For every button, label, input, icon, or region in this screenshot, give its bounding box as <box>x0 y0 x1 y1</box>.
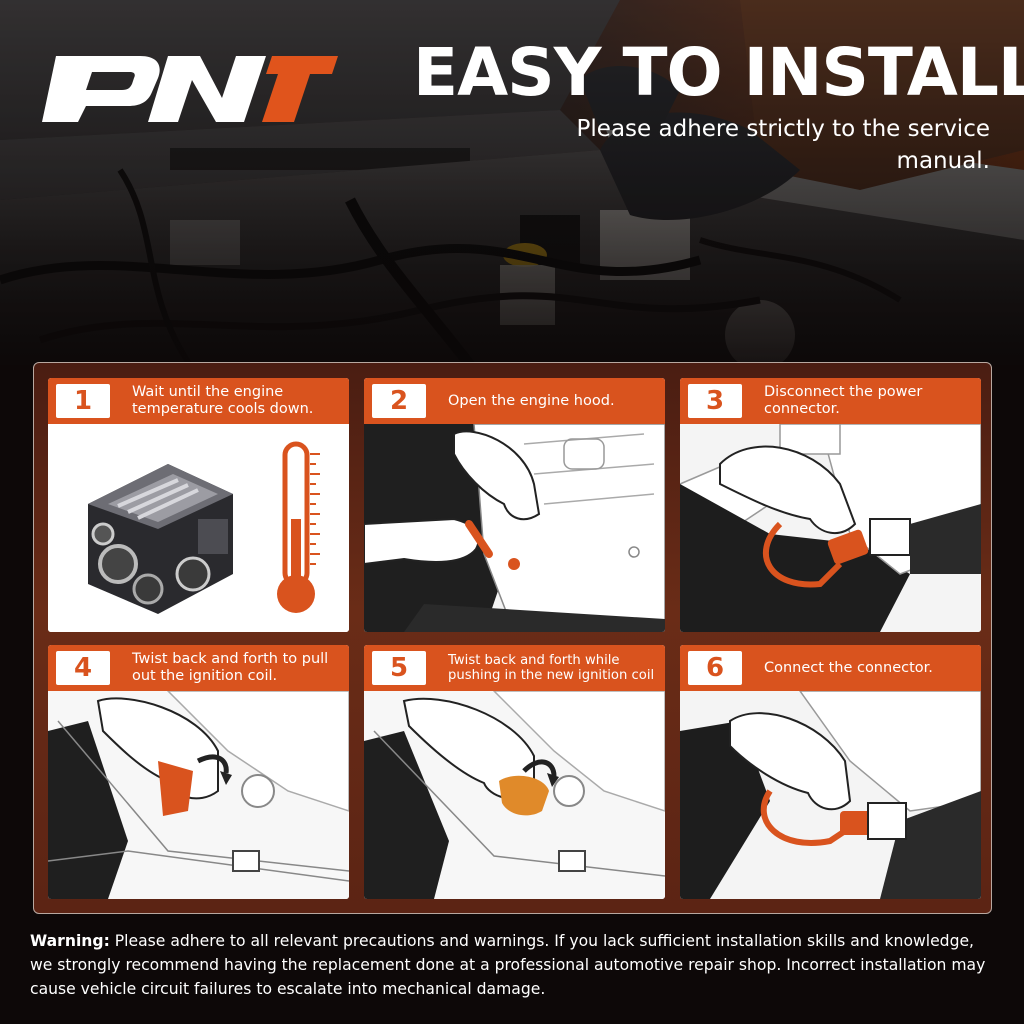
step-header: 4 Twist back and forth to pull out the i… <box>48 645 349 691</box>
hero-engine-photo: EASY TO INSTALL Please adhere strictly t… <box>0 0 1024 365</box>
hand-connecting-connector-illustration <box>680 691 981 899</box>
step-number: 3 <box>688 384 742 418</box>
install-steps-panel: 1 Wait until the engine temperature cool… <box>33 362 992 914</box>
hand-pulling-ignition-coil-illustration <box>48 691 349 899</box>
step-number: 1 <box>56 384 110 418</box>
step-card-3: 3 Disconnect the power connector. <box>680 378 981 632</box>
step-header: 1 Wait until the engine temperature cool… <box>48 378 349 424</box>
step-number: 5 <box>372 651 426 685</box>
engine-and-thermometer-icon <box>48 424 349 632</box>
step-header: 3 Disconnect the power connector. <box>680 378 981 424</box>
step-header: 5 Twist back and forth while pushing in … <box>364 645 665 691</box>
step-header: 6 Connect the connector. <box>680 645 981 691</box>
warning-text: Please adhere to all relevant precaution… <box>30 932 986 998</box>
step-card-2: 2 Open the engine hood. <box>364 378 665 632</box>
step-instruction: Disconnect the power connector. <box>764 384 923 417</box>
step-instruction: Wait until the engine temperature cools … <box>132 384 314 417</box>
step-instruction: Connect the connector. <box>764 659 933 676</box>
warning-label: Warning: <box>30 932 110 950</box>
subtitle: Please adhere strictly to the service ma… <box>576 116 990 174</box>
hand-pushing-ignition-coil-illustration <box>364 691 665 899</box>
step-instruction: Twist back and forth to pull out the ign… <box>132 651 329 684</box>
step-header: 2 Open the engine hood. <box>364 378 665 424</box>
step-card-1: 1 Wait until the engine temperature cool… <box>48 378 349 632</box>
step-instruction: Twist back and forth while pushing in th… <box>448 653 655 683</box>
step-card-5: 5 Twist back and forth while pushing in … <box>364 645 665 899</box>
headline: EASY TO INSTALL <box>413 34 1024 111</box>
thermometer-icon <box>277 441 320 613</box>
step-number: 4 <box>56 651 110 685</box>
step-instruction: Open the engine hood. <box>448 392 615 409</box>
step-number: 6 <box>688 651 742 685</box>
hand-opening-hood-illustration <box>364 424 665 632</box>
pnt-logo <box>40 48 340 124</box>
step-card-6: 6 Connect the connector. <box>680 645 981 899</box>
hand-disconnecting-connector-illustration <box>680 424 981 632</box>
step-number: 2 <box>372 384 426 418</box>
pnt-logo-mark <box>42 56 338 122</box>
engine-block-icon <box>88 464 233 614</box>
warning-notice: Warning: Please adhere to all relevant p… <box>30 929 1000 1001</box>
step-card-4: 4 Twist back and forth to pull out the i… <box>48 645 349 899</box>
